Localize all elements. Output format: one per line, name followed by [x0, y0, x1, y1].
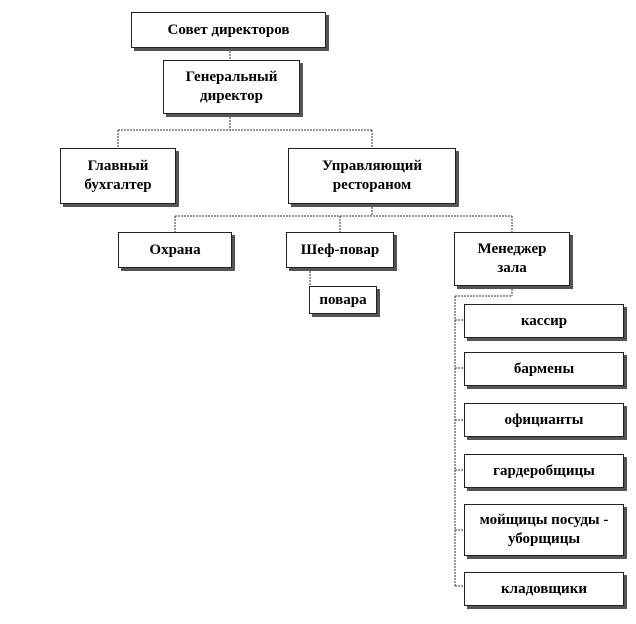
- node-hall-manager-line-1: Менеджер: [477, 241, 547, 257]
- node-general-director-line-2: директор: [200, 88, 263, 104]
- node-waiters: официанты: [464, 403, 624, 437]
- node-storekeepers: кладовщики: [464, 572, 624, 606]
- node-storekeepers-label: кладовщики: [501, 580, 587, 597]
- node-board: Совет директоров: [131, 12, 326, 48]
- node-hall-manager: Менеджер зала: [454, 232, 570, 286]
- node-cloakroom-label: гардеробщицы: [493, 462, 595, 479]
- node-cashier: кассир: [464, 304, 624, 338]
- node-hall-manager-line-2: зала: [497, 260, 527, 276]
- node-security: Охрана: [118, 232, 232, 268]
- node-restaurant-manager-line-1: Управляющий: [321, 158, 423, 174]
- node-chief-accountant-line-2: бухгалтер: [84, 177, 152, 193]
- node-dishwashers-line-1: мойщицы посуды -: [479, 512, 609, 528]
- node-dishwashers: мойщицы посуды - уборщицы: [464, 504, 624, 556]
- node-general-director: Генеральный директор: [163, 60, 300, 114]
- node-general-director-line-1: Генеральный: [185, 69, 278, 85]
- node-cashier-label: кассир: [520, 312, 568, 329]
- node-chief-accountant-line-1: Главный: [87, 158, 149, 174]
- node-waiters-label: официанты: [504, 411, 584, 428]
- node-chef-label: Шеф-повар: [300, 241, 380, 258]
- node-bartenders: бармены: [464, 352, 624, 386]
- node-dishwashers-line-2: уборщицы: [507, 531, 581, 547]
- node-chief-accountant: Главный бухгалтер: [60, 148, 176, 204]
- node-chef: Шеф-повар: [286, 232, 394, 268]
- node-board-label: Совет директоров: [167, 21, 290, 38]
- node-cooks-label: повара: [319, 291, 367, 308]
- node-restaurant-manager-line-2: рестораном: [332, 177, 412, 193]
- node-cooks: повара: [309, 286, 377, 314]
- node-security-label: Охрана: [149, 241, 201, 258]
- node-restaurant-manager: Управляющий рестораном: [288, 148, 456, 204]
- node-cloakroom: гардеробщицы: [464, 454, 624, 488]
- node-bartenders-label: бармены: [513, 360, 575, 377]
